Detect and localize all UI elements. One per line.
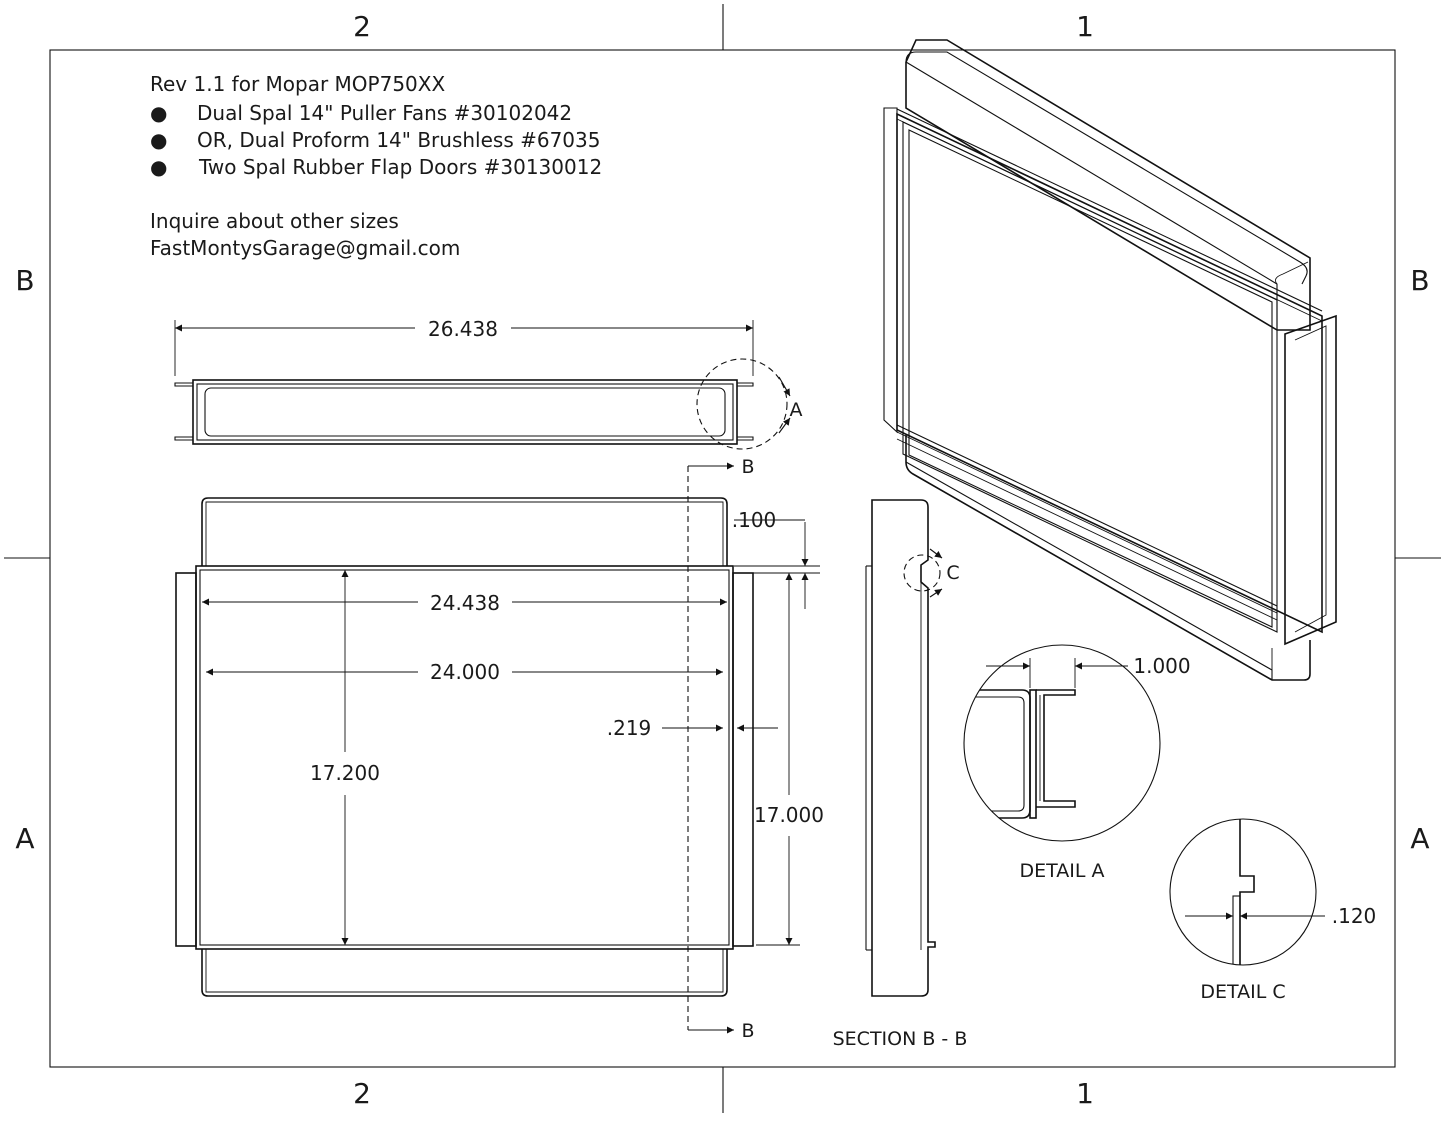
dim-overall-width: 26.438 <box>428 317 498 341</box>
detail-a-callout-circle <box>696 358 788 450</box>
dim-detail-a-width: 1.000 <box>1133 654 1190 678</box>
zone-left-b: B <box>15 264 34 297</box>
detail-c-title: DETAIL C <box>1200 981 1285 1003</box>
section-title: SECTION B - B <box>833 1028 968 1050</box>
detail-a: 1.000 DETAIL A <box>963 644 1191 882</box>
dim-inner-height: 17.200 <box>310 761 380 785</box>
bullet: ● <box>150 101 167 125</box>
zone-labels: 2 1 2 1 B A B A <box>15 10 1429 1110</box>
zone-right-b: B <box>1410 264 1429 297</box>
dim-detail-c-width: .120 <box>1332 904 1377 928</box>
notes-block: Rev 1.1 for Mopar MOP750XX ● Dual Spal 1… <box>150 72 602 260</box>
isometric-view <box>883 39 1337 681</box>
inquire-note: Inquire about other sizes <box>150 209 399 233</box>
detail-a-title: DETAIL A <box>1020 860 1105 882</box>
section-marker-bottom: B <box>741 1020 754 1042</box>
top-view: 26.438 A <box>174 317 803 450</box>
section-line-b: B B <box>687 456 755 1042</box>
section-view: C SECTION B - B <box>833 499 968 1050</box>
detail-c-callout-circle <box>903 554 941 592</box>
detail-c-marker: C <box>946 562 959 584</box>
dim-outer-height: 17.000 <box>754 803 824 827</box>
zone-bottom-1: 1 <box>1076 1077 1094 1110</box>
bullet: ● <box>150 155 167 179</box>
section-marker-top: B <box>741 456 754 478</box>
dim-side-gap: .219 <box>607 716 652 740</box>
zone-top-1: 1 <box>1076 10 1094 43</box>
note-item: Two Spal Rubber Flap Doors #30130012 <box>198 155 602 179</box>
rev-note: Rev 1.1 for Mopar MOP750XX <box>150 72 445 96</box>
dim-outer-width: 24.438 <box>430 591 500 615</box>
detail-a-marker: A <box>790 399 803 421</box>
zone-right-a: A <box>1410 822 1429 855</box>
zone-bottom-2: 2 <box>353 1077 371 1110</box>
front-view: .100 24.438 24.000 .219 17.200 17.000 <box>175 497 824 997</box>
sheet-border <box>4 4 1441 1113</box>
zone-top-2: 2 <box>353 10 371 43</box>
zone-left-a: A <box>15 822 34 855</box>
dim-flange-height: .100 <box>732 508 777 532</box>
dim-inner-width: 24.000 <box>430 660 500 684</box>
detail-c: .120 DETAIL C <box>1169 818 1377 1003</box>
email-note: FastMontysGarage@gmail.com <box>150 236 460 260</box>
note-item: Dual Spal 14" Puller Fans #30102042 <box>197 101 572 125</box>
bullet: ● <box>150 128 167 152</box>
note-item: OR, Dual Proform 14" Brushless #67035 <box>197 128 600 152</box>
